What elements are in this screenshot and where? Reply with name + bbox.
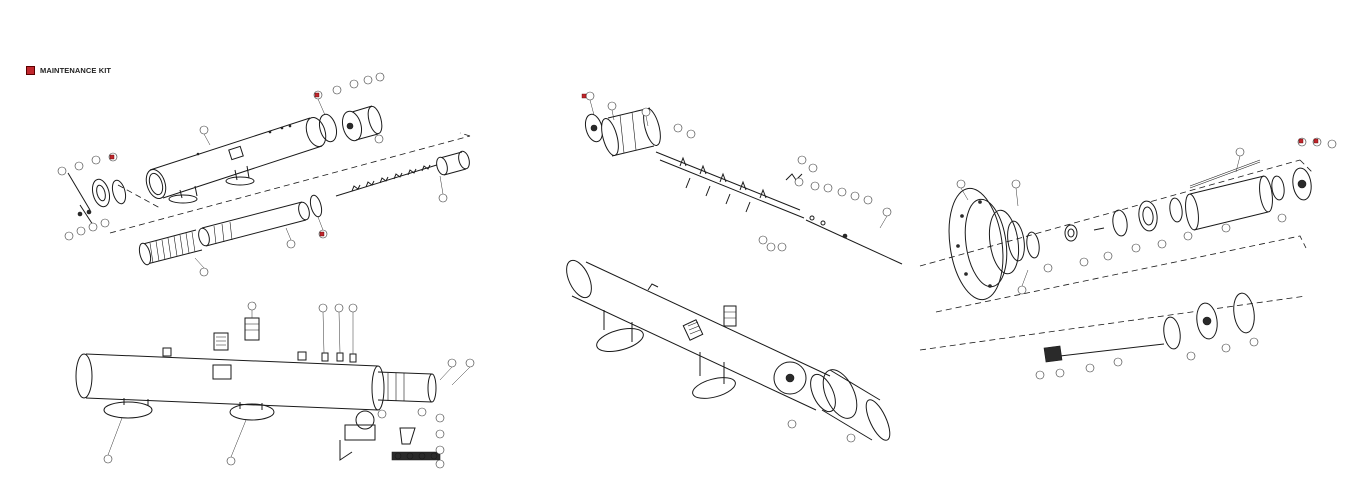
maintenance-kit-swatch-icon (26, 66, 35, 75)
assembled-view-bottom-left (75, 301, 475, 469)
assembled-view-center (566, 259, 891, 443)
maintenance-kit-label: MAINTENANCE KIT (40, 66, 112, 75)
maintenance-kit-legend: MAINTENANCE KIT (26, 66, 111, 75)
exploded-view-top-left (57, 72, 471, 277)
exploded-view-center (581, 91, 903, 265)
exploded-view-right (919, 137, 1337, 380)
